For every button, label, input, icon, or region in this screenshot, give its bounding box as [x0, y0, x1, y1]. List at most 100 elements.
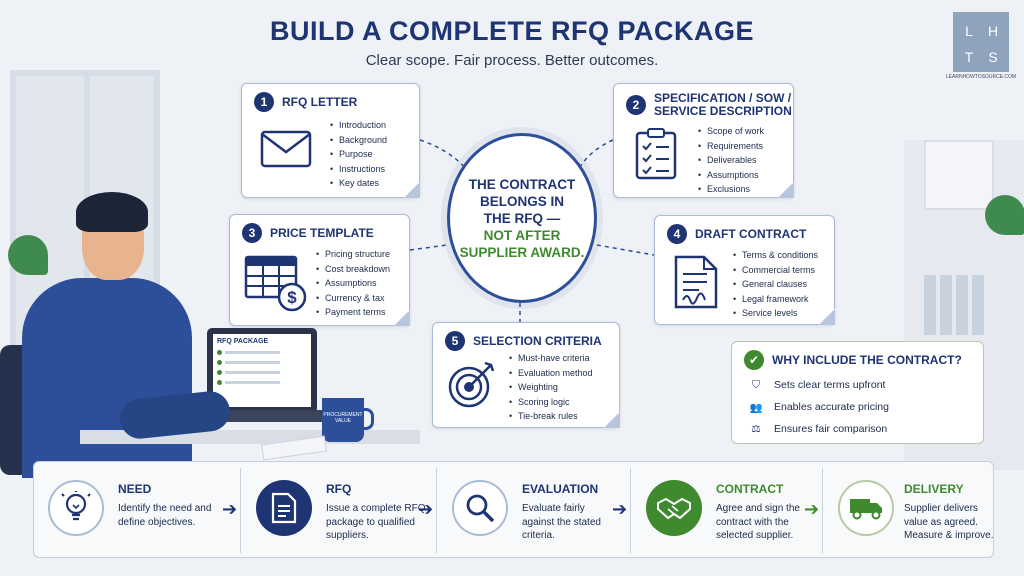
step-number: 1 [254, 92, 274, 112]
background-chart-frame [924, 140, 994, 210]
list-item: Tie-break rules [509, 409, 593, 424]
list-item: General clauses [733, 277, 818, 292]
step-title: DELIVERY [904, 482, 964, 496]
list-item: Introduction [330, 118, 387, 133]
list-item: Legal framework [733, 292, 818, 307]
card-title: PRICE TEMPLATE [270, 225, 374, 240]
laptop-screen: RFQ PACKAGE [213, 334, 311, 407]
arrow-right-icon: ➔ [222, 499, 238, 519]
handshake-icon [646, 480, 702, 536]
list-item: Key dates [330, 176, 387, 191]
why-item-text: Enables accurate pricing [774, 401, 889, 413]
list-item: Terms & conditions [733, 248, 818, 263]
process-step-need: NEED Identify the need and define object… [34, 462, 224, 559]
list-item: Must-have criteria [509, 351, 593, 366]
step-title: EVALUATION [522, 482, 599, 496]
connector-1 [419, 139, 468, 171]
step-number: 5 [445, 331, 465, 351]
spreadsheet-dollar-icon: $ [244, 255, 307, 312]
list-item: Pricing structure [316, 247, 390, 262]
why-item-text: Ensures fair comparison [774, 423, 888, 435]
card-title: SELECTION CRITERIA [473, 333, 602, 348]
step-desc: Evaluate fairly against the stated crite… [522, 503, 601, 541]
why-item-text: Sets clear terms upfront [774, 379, 886, 391]
coffee-mug: PROCUREMENT VALUE [322, 398, 374, 442]
list-item: Assumptions [316, 276, 390, 291]
list-item: Scoring logic [509, 395, 593, 410]
plant-left [8, 235, 48, 275]
connector-4 [596, 244, 655, 256]
why-include-contract-box: ✔ WHY INCLUDE THE CONTRACT? ⛉ Sets clear … [731, 341, 984, 444]
document-icon [256, 480, 312, 536]
process-step-delivery: DELIVERY Supplier delivers value as agre… [824, 462, 994, 559]
signed-document-icon [674, 255, 718, 309]
card-title: DRAFT CONTRACT [695, 226, 807, 241]
envelope-icon [260, 130, 312, 168]
step-title: CONTRACT [716, 482, 784, 496]
list-item: Scope of work [698, 124, 764, 139]
list-item: Evaluation method [509, 366, 593, 381]
plant-right [985, 195, 1024, 235]
shield-check-icon: ⛉ [752, 378, 760, 391]
step-desc: Issue a complete RFQ package to qualifie… [326, 503, 426, 541]
list-item: Weighting [509, 380, 593, 395]
list-item: Currency & tax [316, 291, 390, 306]
why-item: 👥 Enables accurate pricing [748, 400, 889, 414]
page-title: BUILD A COMPLETE RFQ PACKAGE [270, 16, 754, 46]
process-step-contract: CONTRACT Agree and sign the contract wit… [632, 462, 822, 559]
logo-letter: S [988, 49, 998, 65]
step-desc: Agree and sign the contract with the sel… [716, 503, 800, 541]
list-item: Assumptions [698, 168, 764, 183]
step-number: 3 [242, 223, 262, 243]
card-selection-criteria: 5 SELECTION CRITERIA Must-have criteria E… [432, 322, 620, 428]
why-title: WHY INCLUDE THE CONTRACT? [772, 353, 962, 367]
center-line-1: THE CONTRACT BELONGS IN THE RFQ — [468, 176, 576, 226]
process-step-rfq: RFQ Issue a complete RFQ package to qual… [242, 462, 432, 559]
svg-text:$: $ [287, 288, 297, 307]
laptop: RFQ PACKAGE [207, 328, 317, 413]
logo-letter: L [965, 23, 973, 39]
list-item: Deliverables [698, 153, 764, 168]
process-flow: NEED Identify the need and define object… [33, 461, 994, 558]
arrow-right-icon: ➔ [804, 499, 820, 519]
logo-letter: T [964, 49, 974, 65]
step-number: 2 [626, 95, 646, 115]
mug-label: PROCUREMENT VALUE [323, 412, 363, 424]
connector-3 [409, 244, 448, 251]
target-icon [448, 361, 495, 408]
divider [436, 468, 437, 553]
divider [240, 468, 241, 553]
divider [630, 468, 631, 553]
list-item: Background [330, 133, 387, 148]
arrow-right-icon: ➔ [612, 499, 628, 519]
lightbulb-icon [48, 480, 104, 536]
card-title: RFQ LETTER [282, 94, 358, 109]
lhts-logo: L H T S [953, 12, 1009, 72]
why-item: ⚖ Ensures fair comparison [748, 422, 887, 436]
logo-letter: H [987, 23, 999, 39]
step-number: 4 [667, 224, 687, 244]
check-icon: ✔ [744, 350, 764, 370]
truck-icon [838, 480, 894, 536]
laptop-screen-title: RFQ PACKAGE [217, 338, 269, 345]
clipboard-checklist-icon [635, 128, 677, 180]
person-torso [22, 278, 192, 478]
list-item: Payment terms [316, 305, 390, 320]
magnifier-icon [452, 480, 508, 536]
person-hair [76, 192, 148, 232]
list-item: Instructions [330, 162, 387, 177]
logo-caption: LEARNHOWTOSOURCE.COM [945, 74, 1017, 80]
step-title: NEED [118, 482, 152, 496]
center-message: THE CONTRACT BELONGS IN THE RFQ — NOT AF… [447, 133, 597, 303]
step-desc: Identify the need and define objectives. [118, 503, 212, 528]
arrow-right-icon: ➔ [418, 499, 434, 519]
background-books [924, 275, 984, 335]
card-draft-contract: 4 DRAFT CONTRACT Terms & conditions Comme… [654, 215, 835, 325]
connector-2 [577, 139, 614, 171]
list-item: Commercial terms [733, 263, 818, 278]
divider [822, 468, 823, 553]
list-item: Exclusions [698, 182, 764, 197]
